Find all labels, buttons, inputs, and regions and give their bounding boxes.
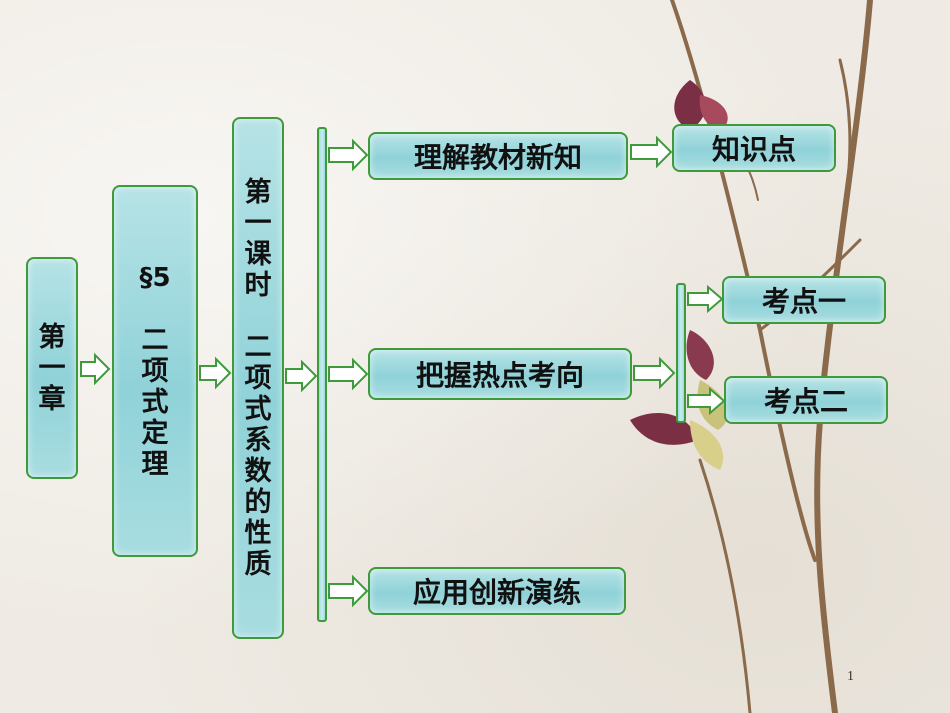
lesson-char: 时	[244, 269, 272, 301]
section-char: 理	[141, 448, 169, 480]
section-char: 项	[141, 355, 169, 387]
knowledge-box[interactable]: 知识点	[672, 124, 836, 172]
lesson-char: 第	[244, 176, 272, 208]
lesson-char: 项	[244, 362, 272, 394]
chapter-char: 一	[38, 352, 66, 384]
section-char: 定	[141, 417, 169, 449]
knowledge-label: 知识点	[711, 133, 796, 166]
branch-bar-points	[676, 283, 686, 423]
arrow-bar-point2	[687, 386, 726, 416]
section-box[interactable]: §5 二 项 式 定 理	[112, 185, 198, 557]
understand-label: 理解教材新知	[413, 141, 582, 174]
point2-box[interactable]: 考点二	[724, 376, 888, 424]
section-char: 二	[141, 324, 169, 356]
lesson-char: 系	[244, 424, 272, 456]
lesson-char: 数	[244, 455, 272, 487]
section-char: 式	[141, 386, 169, 418]
point1-label: 考点一	[761, 285, 846, 318]
arrow-bar-practice	[328, 574, 369, 608]
arrow-section-lesson	[199, 356, 232, 390]
lesson-char: 一	[244, 207, 272, 239]
arrow-bar-hotspot	[328, 357, 369, 391]
chapter-char: 第	[38, 321, 66, 353]
lesson-char: 二	[244, 331, 272, 363]
chapter-char: 章	[38, 383, 66, 415]
lesson-char: 课	[244, 238, 272, 270]
lesson-box[interactable]: 第 一 课 时 二 项 式 系 数 的 性 质	[232, 117, 284, 639]
arrow-bar-point1	[687, 284, 724, 314]
point2-label: 考点二	[763, 385, 848, 418]
practice-label: 应用创新演练	[412, 576, 581, 609]
practice-box[interactable]: 应用创新演练	[368, 567, 626, 615]
chapter-box[interactable]: 第 一 章	[26, 257, 78, 479]
section-number: §5	[139, 262, 171, 293]
lesson-char: 性	[244, 517, 272, 549]
arrow-bar-understand	[328, 138, 369, 172]
arrow-understand-knowledge	[630, 135, 673, 169]
arrow-lesson-bar	[285, 359, 318, 393]
lesson-char: 的	[244, 486, 272, 518]
lesson-char: 式	[244, 393, 272, 425]
arrow-chapter-section	[80, 352, 111, 386]
lesson-char: 质	[244, 548, 272, 580]
arrow-hotspot-points	[633, 356, 676, 390]
hotspot-label: 把握热点考向	[415, 359, 584, 392]
hotspot-box[interactable]: 把握热点考向	[368, 348, 632, 400]
branch-bar-main	[317, 127, 327, 622]
understand-box[interactable]: 理解教材新知	[368, 132, 628, 180]
point1-box[interactable]: 考点一	[722, 276, 886, 324]
page-number: 1	[847, 669, 854, 684]
